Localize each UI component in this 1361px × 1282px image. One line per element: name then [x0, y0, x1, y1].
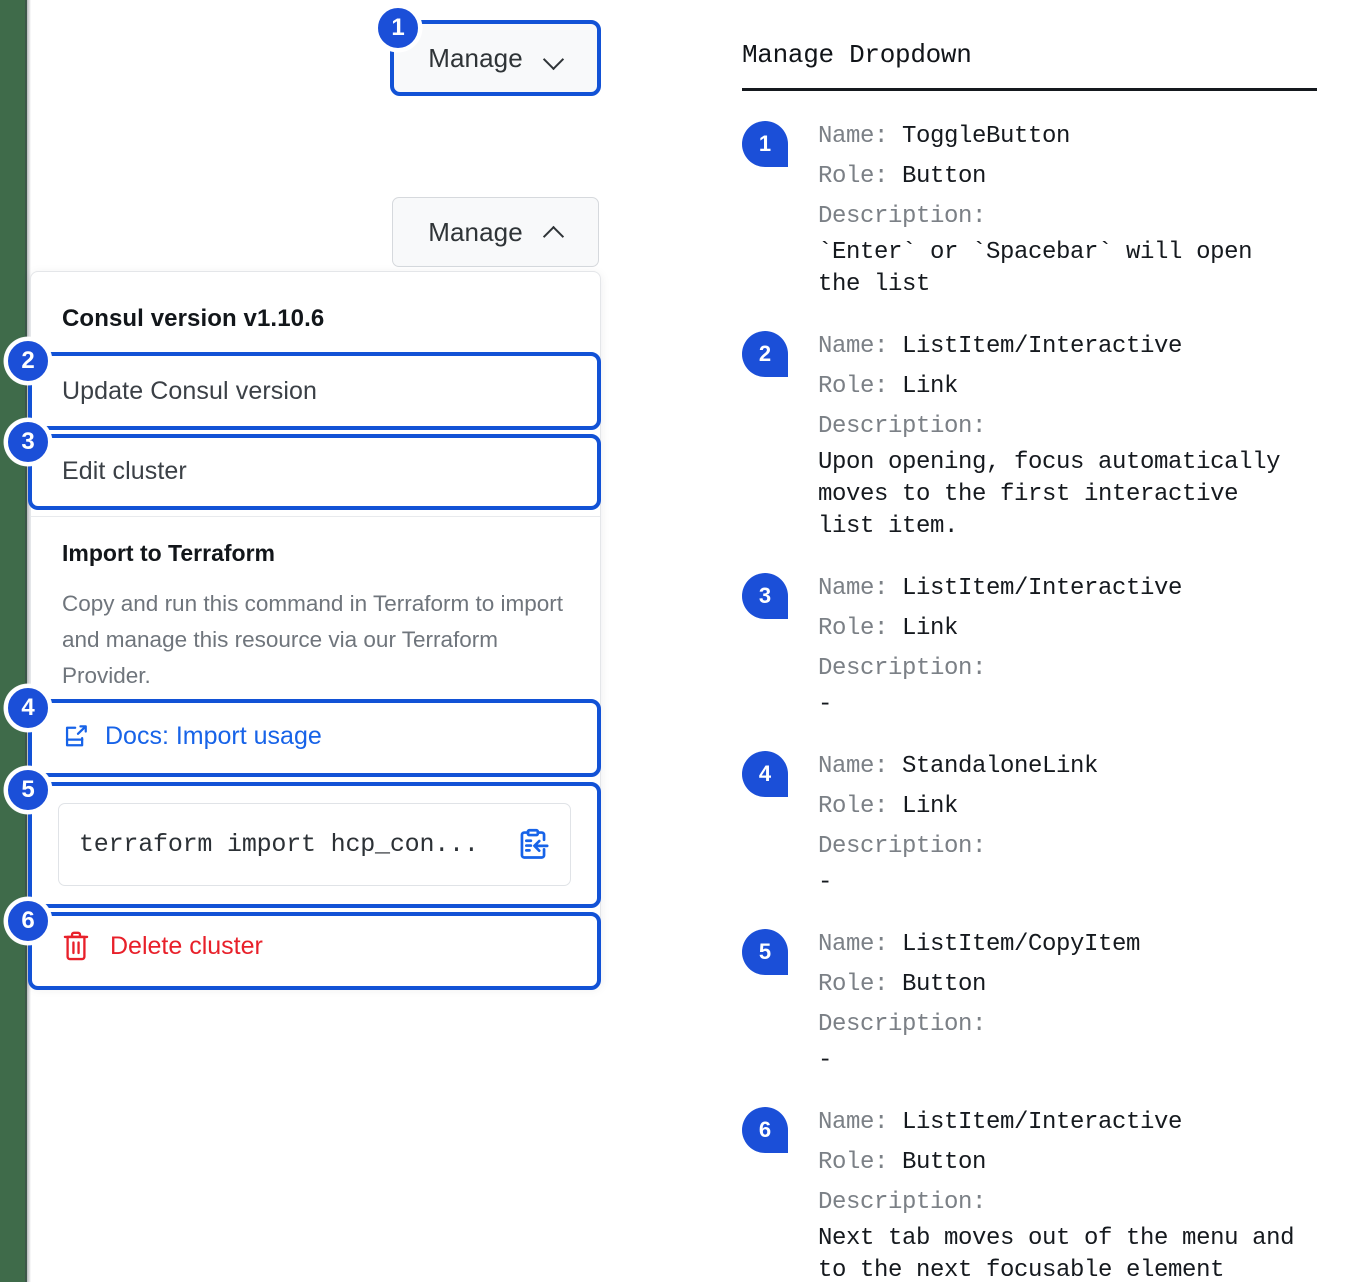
legend-badge-6: 6: [742, 1107, 788, 1153]
menu-item-edit-cluster[interactable]: Edit cluster: [62, 457, 187, 485]
docs-import-usage-link[interactable]: Docs: Import usage: [62, 722, 322, 751]
terraform-command-text: terraform import hcp_con...: [79, 830, 479, 859]
legend-description-label: Description:: [818, 833, 987, 860]
legend-description-value: -: [818, 1047, 833, 1074]
legend-name: Name: ListItem/CopyItem: [818, 931, 1141, 958]
menu-item-update-consul-version[interactable]: Update Consul version: [62, 377, 318, 405]
legend-description-label: Description:: [818, 655, 987, 682]
sidebar-edge-shadow: [25, 0, 31, 1282]
docs-external-link-icon: [65, 725, 87, 747]
legend-role: Role: Link: [818, 793, 959, 820]
import-to-terraform-description: Copy and run this command in Terraform t…: [62, 591, 564, 688]
legend-description-value: Upon opening, focus automatically moves …: [818, 449, 1281, 540]
manage-button-label: Manage: [428, 42, 523, 73]
legend-name: Name: StandaloneLink: [818, 753, 1099, 780]
legend-description-value: -: [818, 691, 833, 718]
legend-description-value: Next tab moves out of the menu and to th…: [818, 1225, 1295, 1282]
copy-to-clipboard-icon: [520, 828, 549, 859]
legend-role: Role: Link: [818, 373, 959, 400]
manage-button-label: Manage: [428, 216, 523, 247]
legend-description-label: Description:: [818, 1189, 987, 1216]
legend-description-label: Description:: [818, 413, 987, 440]
trash-icon: [63, 931, 89, 961]
legend-title: Manage Dropdown: [742, 40, 972, 70]
legend-rule: [742, 88, 1317, 91]
callout-badge-2: 2: [4, 337, 52, 385]
callout-badge-5: 5: [4, 766, 52, 814]
dropdown-header-consul-version: Consul version v1.10.6: [62, 305, 325, 332]
menu-divider: [31, 516, 600, 517]
legend-badge-3: 3: [742, 573, 788, 619]
callout-badge-1: 1: [374, 4, 422, 52]
legend-badge-2: 2: [742, 331, 788, 377]
legend-description-label: Description:: [818, 203, 987, 230]
chevron-down-icon: [545, 49, 563, 67]
callout-badge-6: 6: [4, 897, 52, 945]
import-to-terraform-title: Import to Terraform: [62, 540, 275, 566]
legend-role: Role: Button: [818, 163, 987, 190]
menu-item-delete-cluster[interactable]: Delete cluster: [62, 930, 263, 962]
callout-badge-4: 4: [4, 684, 52, 732]
legend-name: Name: ListItem/Interactive: [818, 1109, 1183, 1136]
legend-description-value: -: [818, 869, 833, 896]
legend-role: Role: Link: [818, 615, 959, 642]
legend-badge-1: 1: [742, 121, 788, 167]
manage-dropdown-toggle-collapsed[interactable]: Manage: [392, 22, 599, 94]
terraform-command-field[interactable]: terraform import hcp_con...: [58, 803, 571, 886]
legend-name: Name: ToggleButton: [818, 123, 1071, 150]
app-sidebar-strip: [0, 0, 27, 1282]
manage-dropdown-toggle-expanded[interactable]: Manage: [392, 197, 599, 267]
copy-to-clipboard-button[interactable]: [516, 828, 550, 862]
legend-description-label: Description:: [818, 1011, 987, 1038]
delete-cluster-label: Delete cluster: [110, 931, 263, 960]
legend-name: Name: ListItem/Interactive: [818, 575, 1183, 602]
legend-description-value: `Enter` or `Spacebar` will open the list: [818, 239, 1253, 298]
callout-badge-3: 3: [4, 418, 52, 466]
legend-badge-4: 4: [742, 751, 788, 797]
legend-name: Name: ListItem/Interactive: [818, 333, 1183, 360]
legend-role: Role: Button: [818, 1149, 987, 1176]
legend-role: Role: Button: [818, 971, 987, 998]
docs-link-label: Docs: Import usage: [105, 722, 322, 750]
chevron-up-icon: [545, 223, 563, 241]
legend-badge-5: 5: [742, 929, 788, 975]
